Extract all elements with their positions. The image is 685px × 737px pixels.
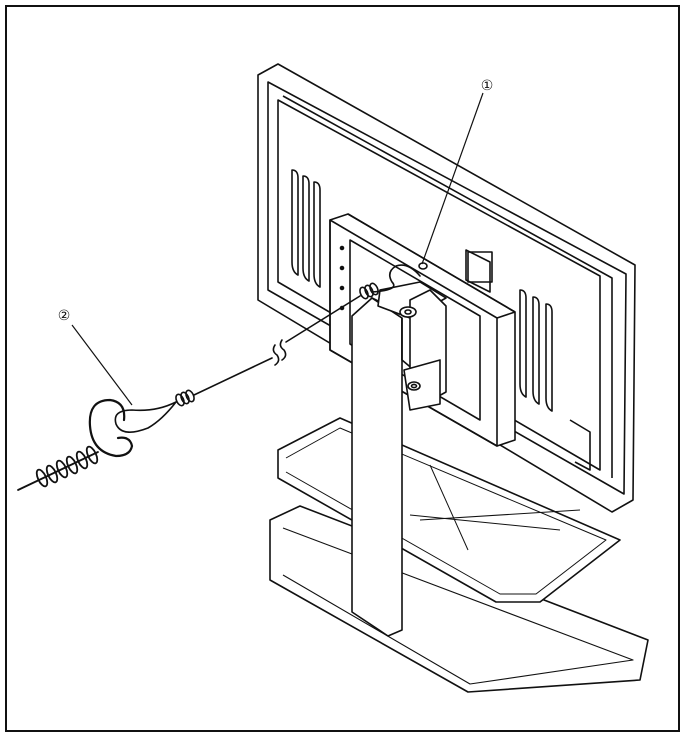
wire-upper — [285, 295, 361, 343]
callout-2: ② — [58, 308, 133, 406]
wall-hook — [88, 398, 134, 458]
ferrule-lower — [175, 389, 195, 407]
stand-illustration — [269, 281, 649, 693]
rear-label-square — [467, 251, 493, 283]
vent-slots-right — [519, 289, 553, 412]
safety-wire-assembly — [17, 262, 428, 491]
wire-break-mark-b — [272, 344, 280, 366]
wire-loop — [371, 264, 421, 293]
rear-label — [465, 249, 491, 293]
callout-1-leader — [421, 92, 484, 265]
figure-frame — [5, 5, 680, 732]
tv-attachment-hole — [418, 262, 428, 270]
callout-1: ① — [421, 78, 494, 265]
wire-lower — [193, 357, 273, 396]
hook-screw-thread — [17, 445, 99, 491]
ferrule-upper — [359, 282, 379, 300]
callout-2-leader — [71, 324, 133, 406]
stand-pillar — [351, 297, 403, 637]
wire-break-mark-a — [279, 339, 287, 361]
vent-slots-left — [291, 169, 321, 288]
callout-1-label: ① — [481, 78, 494, 94]
wire-end-loop — [114, 401, 177, 433]
callout-2-label: ② — [58, 308, 71, 324]
